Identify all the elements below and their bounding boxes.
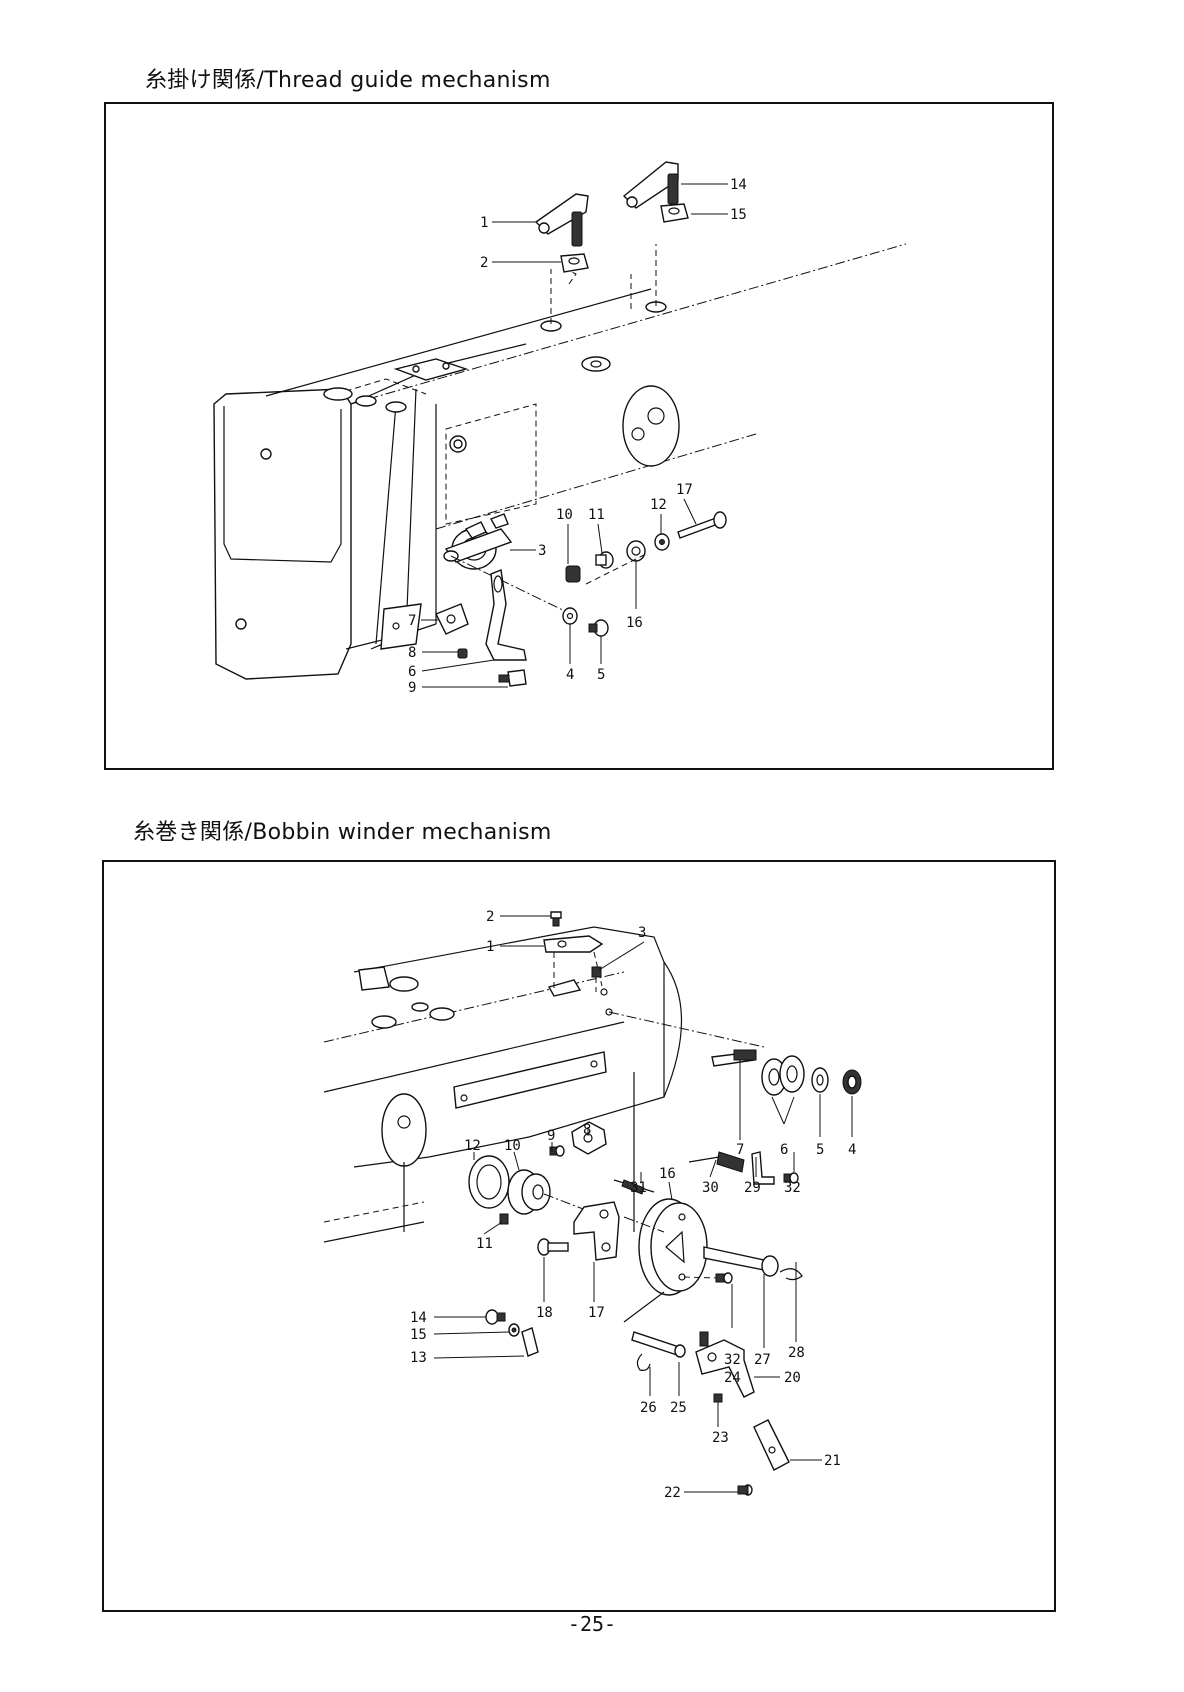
callout-7: 7 [736,1142,744,1158]
part-16-collar [627,541,645,561]
part-14-screw [486,1310,505,1324]
callout-26: 26 [640,1400,657,1416]
callout-10: 10 [504,1138,521,1154]
callout-11: 11 [476,1236,493,1252]
bobbin-winder-exploded-diagram: 1 2 3 4 5 6 7 8 9 10 11 12 13 14 15 16 1… [104,862,1054,1610]
callout-10: 10 [556,507,573,523]
callout-2: 2 [480,255,488,271]
thread-guide-exploded-diagram: 1 2 3 4 5 6 7 8 9 10 11 12 14 15 16 17 [106,104,1052,768]
callout-13: 13 [410,1350,427,1366]
part-1-thread-guide [536,194,588,246]
callout-3: 3 [638,925,646,941]
callout-15: 15 [730,207,747,223]
part-13-plate [522,1328,538,1356]
callout-25: 25 [670,1400,687,1416]
callout-4: 4 [848,1142,856,1158]
part-26-e-ring [637,1354,650,1370]
part-7-plate [436,604,468,634]
part-12-washer [469,1156,509,1208]
callout-8: 8 [408,645,416,661]
callout-21: 21 [824,1453,841,1469]
callout-9: 9 [408,680,416,696]
part-15-washer [509,1324,519,1336]
callout-27: 27 [754,1352,771,1368]
callout-5: 5 [597,667,605,683]
part-12-washer [655,534,669,550]
callout-24: 24 [724,1370,741,1386]
callout-16: 16 [626,615,643,631]
page-number: -25- [0,1612,1184,1636]
callout-32: 32 [784,1180,801,1196]
callout-30: 30 [702,1180,719,1196]
callout-5: 5 [816,1142,824,1158]
callout-7: 7 [408,613,416,629]
part-25-pin [624,1292,685,1357]
part-2-screw [551,912,561,926]
part-6-washers [762,1056,804,1095]
machine-arm-body [214,244,906,679]
callout-14: 14 [410,1310,427,1326]
part-14-thread-guide [624,162,678,208]
section-heading-bobbin-winder: 糸巻き関係/Bobbin winder mechanism [133,814,552,846]
part-5-screw [589,620,608,636]
callout-1: 1 [480,215,488,231]
callout-labels-2: 1 2 3 4 5 6 7 8 9 10 11 12 13 14 15 16 1… [410,909,856,1501]
callout-23: 23 [712,1430,729,1446]
callout-11: 11 [588,507,605,523]
callout-15: 15 [410,1327,427,1343]
callout-20: 20 [784,1370,801,1386]
part-22-screw [738,1485,752,1495]
callout-16: 16 [659,1166,676,1182]
part-18-screw [538,1239,568,1255]
callout-9: 9 [547,1128,555,1144]
callout-18: 18 [536,1305,553,1321]
callout-31: 31 [630,1180,647,1196]
part-16-disc [639,1199,707,1295]
callout-1: 1 [486,939,494,955]
part-28-e-ring [780,1269,802,1280]
callout-32-lower: 32 [724,1352,741,1368]
callout-8: 8 [583,1122,591,1138]
callout-12: 12 [650,497,667,513]
part-17-shaft [678,512,726,538]
callout-2: 2 [486,909,494,925]
callout-3: 3 [538,543,546,559]
callout-12: 12 [464,1138,481,1154]
part-2-nut [561,254,588,272]
part-6-lever [486,570,526,660]
part-4-nut [843,1070,861,1094]
part-5-ring [812,1068,828,1092]
bobbin-winder-diagram-panel: 1 2 3 4 5 6 7 8 9 10 11 12 13 14 15 16 1… [102,860,1056,1612]
part-9-screw [499,670,526,686]
part-10-spring [566,566,580,582]
callout-14: 14 [730,177,747,193]
callout-17: 17 [588,1305,605,1321]
part-7-shaft [712,1050,756,1066]
part-15-nut [661,204,688,222]
part-11-bushing [596,552,613,568]
part-4-washer [563,608,577,624]
part-17-bracket [574,1202,619,1260]
callout-28: 28 [788,1345,805,1361]
callout-6: 6 [408,664,416,680]
part-8-screw [458,649,467,658]
callout-22: 22 [664,1485,681,1501]
callout-29: 29 [744,1180,761,1196]
thread-guide-diagram-panel: 1 2 3 4 5 6 7 8 9 10 11 12 14 15 16 17 [104,102,1054,770]
section-heading-thread-guide: 糸掛け関係/Thread guide mechanism [145,62,551,94]
part-21-plate [754,1420,789,1470]
callout-17: 17 [676,482,693,498]
callout-6: 6 [780,1142,788,1158]
callout-4: 4 [566,667,574,683]
part-23-screw [714,1394,722,1402]
